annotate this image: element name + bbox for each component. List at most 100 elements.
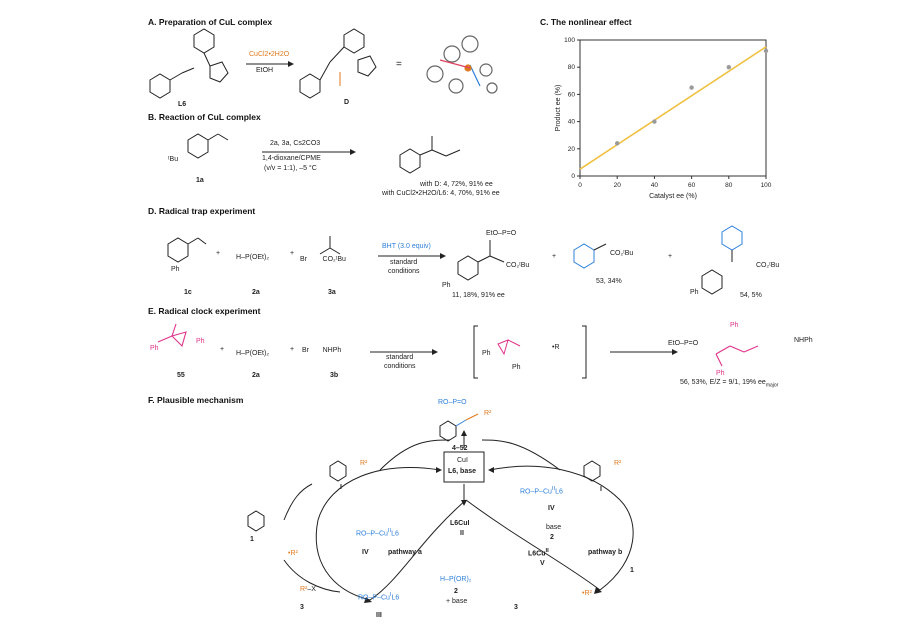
ro-p-cu-iv-left: RO–P–CuIIL6 [356,528,399,538]
reagent-number-3-left: 3 [300,604,304,611]
plus-sign-e1: + [220,346,225,353]
label-1c: 1c [184,289,192,296]
label-3a: 3a [328,289,336,296]
radical-r-label: •R [552,344,560,351]
panel-b-solvent: 1,4-dioxane/CPME [262,155,321,162]
products-range-label: 4–52 [452,445,468,452]
r2-right: R² [614,460,622,467]
br-amide-3b: Br NHPh [302,347,342,354]
product-56-structure [715,345,759,367]
data-point [652,119,657,124]
ph-label-55a: Ph [150,345,159,352]
center-catalyst-number: II [460,530,464,537]
plus-sign-e2: + [290,346,295,353]
r2-product: R² [484,410,492,417]
label-3b: 3b [330,372,339,379]
product-4-52-structure [439,413,479,442]
product-11-structure [457,240,505,281]
product-54-label: 54, 5% [740,292,762,299]
phosphite-2a-e: H–P(OEt)₂ [236,350,270,357]
l6cu-ii-label: L6CuII [528,548,549,558]
substrate-label-1a: 1a [196,177,204,184]
equals-sign: = [396,59,402,70]
r2-left-radical: R² [360,460,368,467]
fit-line [579,46,767,170]
panel-b-ratio: (v/v = 1:1), –5 °C [264,165,317,172]
complex-d-structure [299,28,377,99]
panel-b-result-1: with D: 4, 72%, 91% ee [420,181,493,188]
intermediate-iv-right: IV [548,505,555,512]
ph-label-1c: Ph [171,266,180,273]
cyclopropane-55-structure [157,323,187,348]
section-title-b: B. Reaction of CuL complex [148,112,261,122]
reagent-number-3-right: 3 [514,604,518,611]
product-4-structure [399,136,461,174]
product-56-label: 56, 53%, E/Z = 9/1, 19% eemajor [680,379,779,389]
ligand-label: L6 [178,101,187,108]
product-53-structure [573,243,607,269]
x-axis-label: Catalyst ee (%) [649,193,697,200]
y-tick-label: 40 [568,119,576,126]
product-11-label: 11, 18%, 91% ee [452,292,505,299]
y-tick-label: 80 [568,64,576,71]
ph-label-55b: Ph [196,338,205,345]
reagent-number-1-right: 1 [630,567,634,574]
co2tbu-11: CO₂ᵗBu [506,262,530,269]
panel-b-result-2: with CuCl2•2H2O/L6: 4, 70%, 91% ee [382,190,500,197]
ro-p-cu-iv-right: RO–P–CuIIL6 [520,486,563,496]
phosphite-2-reagent: H–P(OR)₂ [440,576,472,583]
r2-radical-right: •R² [582,590,592,597]
ligand-l6-structure [149,28,229,99]
pathway-a-label: pathway a [388,549,422,556]
product-54-structure [701,225,743,295]
label-55: 55 [177,372,185,379]
phosphite-2a-d: H–P(OEt)₂ [236,254,270,261]
y-tick-label: 60 [568,91,576,98]
data-point [763,48,769,54]
x-tick-label: 100 [761,182,772,189]
panel-d-cond-2: conditions [388,268,420,275]
x-tick-label: 60 [688,182,696,189]
center-catalyst-label: L6CuI [450,520,470,527]
tbu-group-label: ᵗBu [168,156,179,163]
r2x-reagent: R²–X [300,586,316,593]
y-tick-label: 20 [568,146,576,153]
base-label-right: base [546,524,562,531]
substrate-1a-structure [187,133,229,159]
ph-label-11: Ph [442,282,451,289]
reagent-cucl2: CuCl2•2H2O [249,51,290,58]
panel-d-cond-1: standard [390,259,418,266]
plus-sign-d2: + [290,250,295,257]
plot-frame [579,39,767,177]
intermediate-iii: III [376,612,382,619]
catalyst-l6-base-label: L6, base [448,468,477,475]
intermediate-i-left: I [340,484,342,491]
substrate-1c-structure [167,237,207,263]
ph-label-56a: Ph [730,322,739,329]
x-tick-label: 80 [725,182,733,189]
alkene-number-1: 1 [250,536,254,543]
y-tick-label: 100 [564,37,575,44]
section-title-c: C. The nonlinear effect [540,17,632,27]
section-title-e: E. Radical clock experiment [148,306,261,316]
y-axis-label: Product ee (%) [555,85,562,132]
data-point [726,65,731,70]
crystal-structure-image [426,35,498,94]
section-title-d: D. Radical trap experiment [148,206,256,216]
x-tick-label: 0 [578,182,582,189]
plus-base-label: + base [446,598,468,605]
x-tick-label: 40 [651,182,659,189]
y-tick-label: 0 [571,173,575,180]
ph-label-radical-a: Ph [482,350,491,357]
bht-reagent: BHT (3.0 equiv) [382,243,431,250]
co2tbu-53: CO₂ᵗBu [610,250,634,257]
complex-label: D [344,99,350,106]
nhph-56: NHPh [794,337,813,344]
product-53-label: 53, 34% [596,278,622,285]
plus-sign-d1: + [216,250,221,257]
label-2a-d: 2a [252,289,260,296]
intermediate-i-right: I [600,486,602,493]
reagent-3a-structure [319,236,341,255]
pathway-b-label: pathway b [588,549,623,556]
